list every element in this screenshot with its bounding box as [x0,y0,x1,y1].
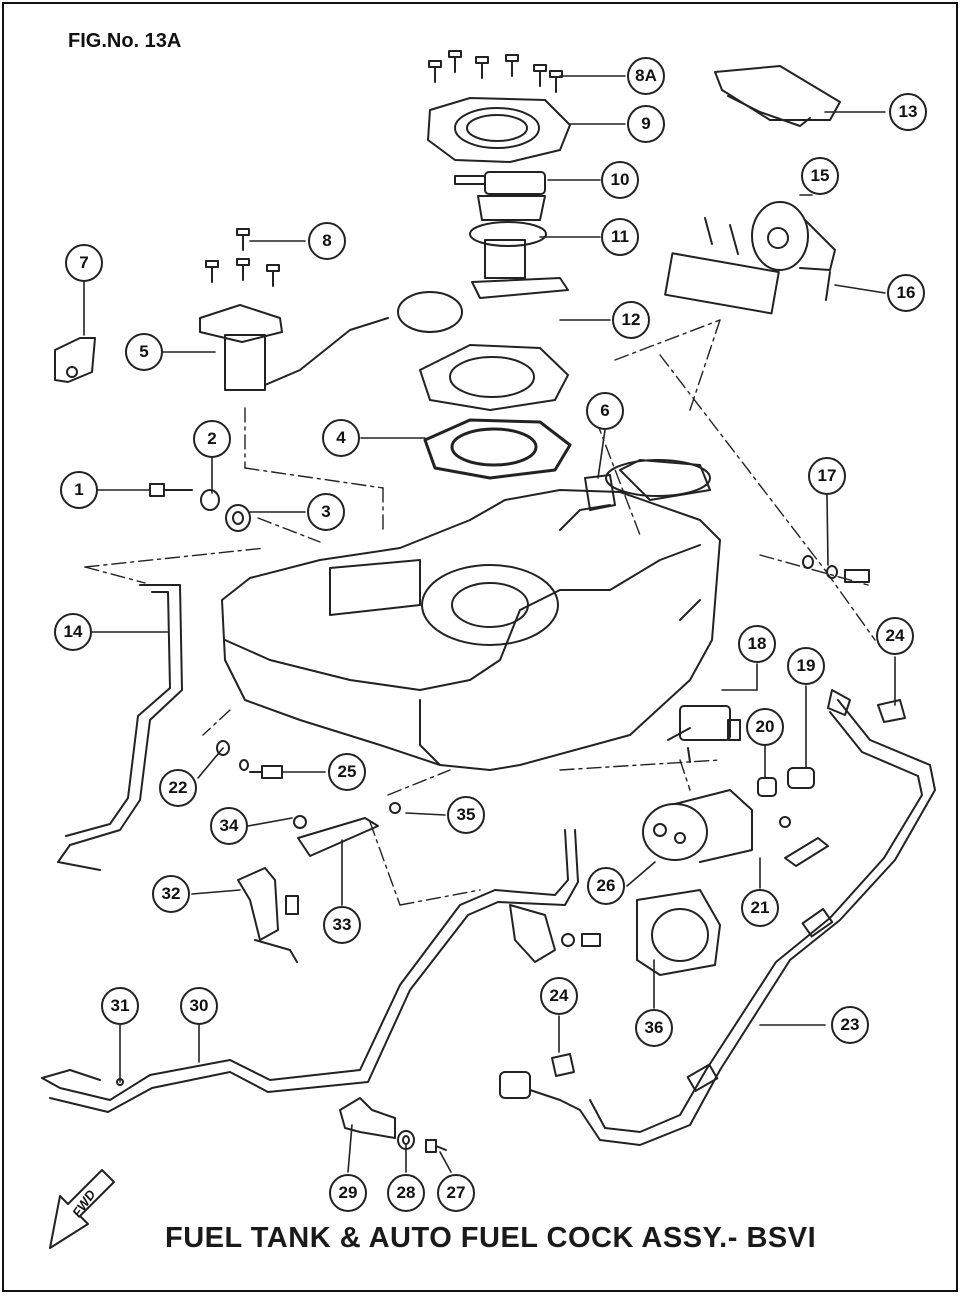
bolts-8 [205,228,280,287]
bolt-27 [425,1139,447,1153]
callout-11: 11 [601,218,639,256]
callout-26: 26 [587,867,625,905]
callout-32: 32 [152,875,190,913]
hose-33-34 [293,802,401,857]
callout-8a: 8A [627,57,665,95]
cap-24-top [877,699,906,723]
callout-2: 2 [193,420,231,458]
fuel-tank-body [221,459,721,771]
callout-31: 31 [101,987,139,1025]
fuel-pump-10-11 [454,171,569,299]
hose-30 [41,829,579,1113]
callout-29: 29 [329,1174,367,1212]
callout-15: 15 [801,157,839,195]
callout-35: 35 [447,796,485,834]
hose-21 [779,816,829,867]
callout-23: 23 [831,1006,869,1044]
callout-10: 10 [601,161,639,199]
callout-13: 13 [889,93,927,131]
callout-28: 28 [387,1174,425,1212]
canister-26 [642,789,753,863]
hose-23 [499,689,936,1146]
collar-2 [200,489,220,511]
callout-36: 36 [635,1009,673,1047]
washer-22 [216,740,249,771]
callout-1: 1 [60,471,98,509]
callout-7: 7 [65,244,103,282]
fitting-19-20 [757,767,815,797]
washer-28 [397,1130,415,1150]
callout-33: 33 [323,906,361,944]
bracket-32 [237,867,299,963]
cap-part-13 [714,65,841,127]
bolts-8a [428,50,563,93]
callout-19: 19 [787,647,825,685]
callout-18: 18 [738,625,776,663]
pump-plate-9 [427,97,571,163]
callout-25: 25 [328,753,366,791]
callout-22: 22 [159,769,197,807]
bolt-1 [149,483,193,497]
callout-3: 3 [307,493,345,531]
callout-9: 9 [627,105,665,143]
callout-14: 14 [54,613,92,651]
bracket-29 [339,1097,396,1139]
grommet-3 [225,504,251,532]
callout-20: 20 [746,708,784,746]
gasket-12 [419,344,569,411]
leader-lines [83,75,896,1173]
callout-30: 30 [180,987,218,1025]
callout-8: 8 [308,222,346,260]
bracket-7 [54,337,96,383]
holder-36 [636,889,721,976]
diagram-title: FUEL TANK & AUTO FUEL COCK ASSY.- BSVI [165,1222,817,1254]
assembly-centerlines [84,319,876,906]
callout-12: 12 [612,301,650,339]
callout-4: 4 [322,419,360,457]
callout-34: 34 [210,807,248,845]
callout-17: 17 [808,457,846,495]
fuel-sender-5 [199,291,463,391]
gasket-4 [423,418,572,480]
bracket-mid [509,904,601,963]
figure-number: FIG.No. 13A [68,30,182,52]
cap-24-lower [551,1053,575,1077]
hose-14 [57,584,183,871]
washers-bolt-17 [802,555,870,583]
callout-24: 24 [876,617,914,655]
purge-valve-18 [667,705,741,763]
fwd-arrow-icon [49,1169,115,1249]
fuel-lock-15 [664,201,836,315]
callout-5: 5 [125,333,163,371]
callout-24: 24 [540,977,578,1015]
callout-6: 6 [586,392,624,430]
callout-16: 16 [887,274,925,312]
callout-27: 27 [437,1174,475,1212]
callout-21: 21 [741,889,779,927]
bolt-25 [249,765,283,779]
